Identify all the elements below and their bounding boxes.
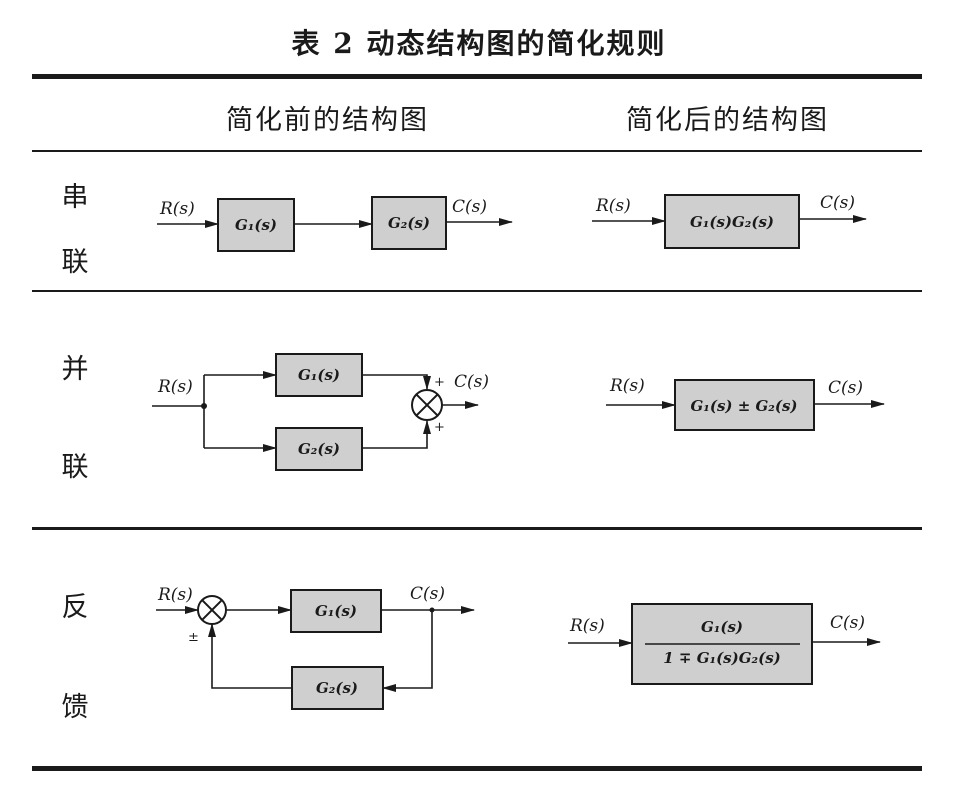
- series-g1-label: G₁(s): [235, 216, 277, 234]
- header-rule: [32, 150, 922, 152]
- parallel-g1-label: G₁(s): [298, 366, 340, 384]
- series-before-diagram: R(s) G₁(s) G₂(s) C(s): [157, 196, 513, 252]
- series-input-label: R(s): [159, 199, 195, 219]
- parallel-summing-junction-icon: [411, 389, 443, 421]
- parallel-result-label: G₁(s) ± G₂(s): [690, 397, 797, 415]
- series-result-label: G₁(s)G₂(s): [690, 213, 774, 231]
- parallel-g2-label: G₂(s): [298, 440, 340, 458]
- parallel-bottom-sign: +: [434, 420, 445, 435]
- parallel-g2-block: [275, 427, 363, 471]
- series-g2-label: G₂(s): [388, 214, 430, 232]
- parallel-after-diagram: R(s) G₁(s) ± G₂(s) C(s): [606, 376, 885, 431]
- parallel-rule: [32, 527, 922, 530]
- series-label-bottom: 联: [61, 247, 89, 278]
- feedback-after-diagram: R(s) G₁(s) 1 ∓ G₁(s)G₂(s) C(s): [568, 603, 881, 685]
- feedback-result-numerator: G₁(s): [701, 618, 743, 636]
- feedback-after-input-label: R(s): [569, 616, 605, 636]
- feedback-g2-label: G₂(s): [316, 679, 358, 697]
- series-after-input-label: R(s): [595, 196, 631, 216]
- feedback-result-denominator: 1 ∓ G₁(s)G₂(s): [663, 649, 781, 667]
- parallel-bottom-sum-arrow: [362, 420, 431, 449]
- series-rule: [32, 290, 922, 292]
- series-result-block: [664, 194, 800, 249]
- series-after-output-label: C(s): [820, 193, 855, 213]
- feedback-return-arrow: [382, 610, 433, 692]
- series-g1-block: [217, 198, 295, 252]
- column-header-before: 简化前的结构图: [226, 105, 429, 136]
- column-header-after: 简化后的结构图: [626, 105, 829, 136]
- feedback-label-top: 反: [61, 592, 89, 623]
- parallel-label-bottom: 联: [61, 452, 89, 483]
- series-output-label: C(s): [452, 197, 487, 217]
- feedback-sign: ±: [188, 630, 199, 645]
- table-title: 表 2 动态结构图的简化规则: [291, 27, 667, 60]
- parallel-top-sign: +: [434, 375, 445, 390]
- feedback-after-output-label: C(s): [830, 613, 865, 633]
- feedback-summing-junction-icon: [197, 595, 227, 625]
- parallel-top-sum-arrow: [362, 374, 431, 390]
- feedback-input-label: R(s): [157, 585, 193, 605]
- parallel-input-label: R(s): [157, 377, 193, 397]
- parallel-g1-block: [275, 353, 363, 397]
- feedback-g1-label: G₁(s): [315, 602, 357, 620]
- series-label-top: 串: [61, 182, 89, 213]
- bottom-rule: [32, 766, 922, 771]
- feedback-output-label: C(s): [410, 584, 445, 604]
- feedback-before-diagram: R(s) ± G₁(s) C(s) G₂(s): [156, 584, 475, 710]
- parallel-result-block: [674, 379, 815, 431]
- parallel-output-label: C(s): [454, 372, 489, 392]
- parallel-label-top: 并: [61, 354, 89, 385]
- series-after-diagram: R(s) G₁(s)G₂(s) C(s): [592, 193, 867, 249]
- series-g2-block: [371, 196, 447, 250]
- parallel-before-diagram: R(s) G₁(s) G₂(s) + + C(s): [152, 353, 489, 471]
- parallel-after-input-label: R(s): [609, 376, 645, 396]
- parallel-after-output-label: C(s): [828, 378, 863, 398]
- feedback-label-bottom: 馈: [61, 692, 89, 723]
- feedback-g1-block: [290, 589, 382, 633]
- top-rule: [32, 74, 922, 79]
- feedback-to-sum-arrow: [208, 623, 292, 689]
